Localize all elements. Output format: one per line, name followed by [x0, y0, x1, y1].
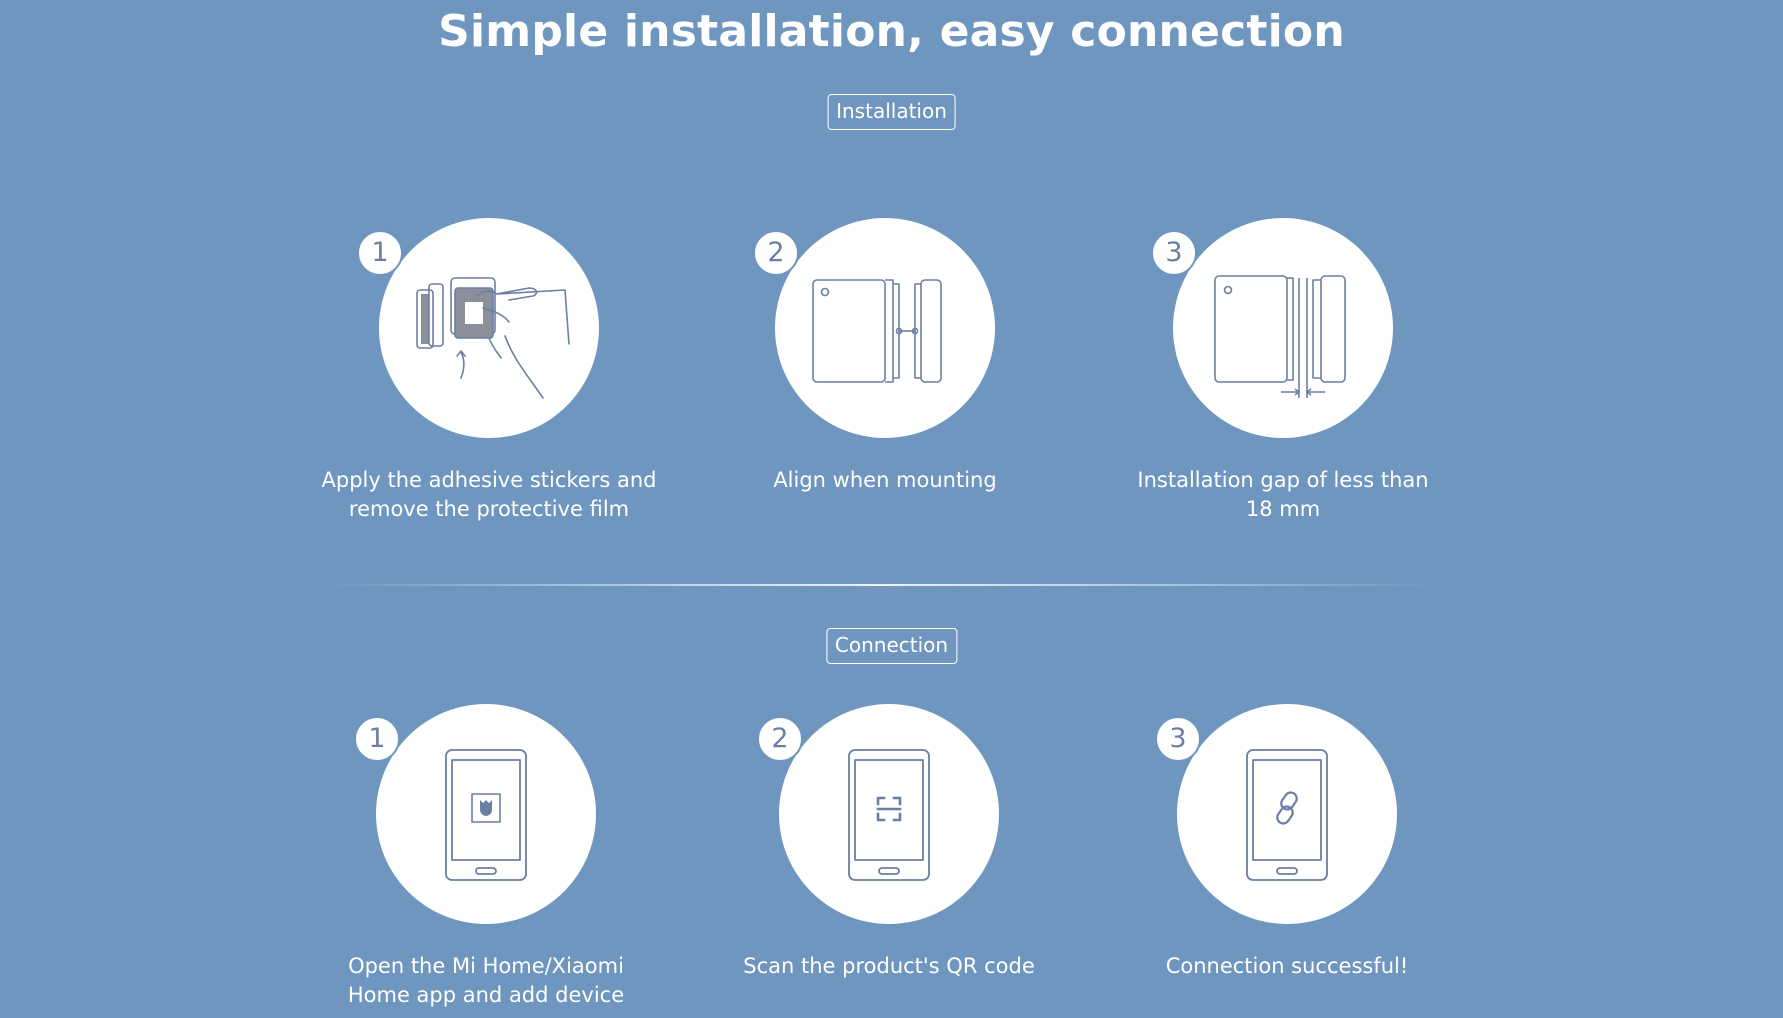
step-caption: Apply the adhesive stickers and remove t…	[319, 466, 659, 524]
caption-line: Open the Mi Home/Xiaomi	[348, 954, 624, 978]
step-caption: Open the Mi Home/Xiaomi Home app and add…	[316, 952, 656, 1010]
caption-line: remove the protective film	[348, 497, 630, 521]
step-number-badge: 1	[357, 230, 403, 276]
page-title: Simple installation, easy connection	[438, 6, 1345, 57]
circle-illustration	[775, 218, 995, 438]
step-caption: Installation gap of less than 18 mm	[1113, 466, 1453, 524]
caption-line: Scan the product's QR code	[743, 954, 1035, 978]
step-caption: Scan the product's QR code	[719, 952, 1059, 981]
caption-line: Installation gap of less than	[1137, 468, 1429, 492]
caption-line: Apply the adhesive stickers and	[321, 468, 657, 492]
section-divider	[320, 584, 1440, 586]
phone-scan-icon	[848, 749, 930, 881]
step-number-badge: 3	[1151, 230, 1197, 276]
circle-illustration	[376, 704, 596, 924]
step-caption: Connection successful!	[1117, 952, 1457, 981]
step-caption: Align when mounting	[715, 466, 1055, 495]
step-number-badge: 2	[753, 230, 799, 276]
caption-line: Align when mounting	[773, 468, 997, 492]
caption-line: Home app and add device	[347, 983, 625, 1007]
circle-illustration	[779, 704, 999, 924]
circle-illustration	[1177, 704, 1397, 924]
caption-line: Connection successful!	[1165, 954, 1409, 978]
phone-mi-home-icon	[445, 749, 527, 881]
align-sensor-icon	[812, 279, 942, 383]
step-number-badge: 3	[1155, 716, 1201, 762]
connection-tag: Connection	[825, 628, 958, 664]
installation-tag: Installation	[827, 94, 956, 130]
adhesive-sticker-icon	[416, 277, 570, 399]
step-number-badge: 2	[757, 716, 803, 762]
phone-link-icon	[1246, 749, 1328, 881]
circle-illustration	[379, 218, 599, 438]
circle-illustration	[1173, 218, 1393, 438]
step-number-badge: 1	[354, 716, 400, 762]
caption-line: 18 mm	[1245, 497, 1321, 521]
gap-sensor-icon	[1214, 275, 1346, 398]
